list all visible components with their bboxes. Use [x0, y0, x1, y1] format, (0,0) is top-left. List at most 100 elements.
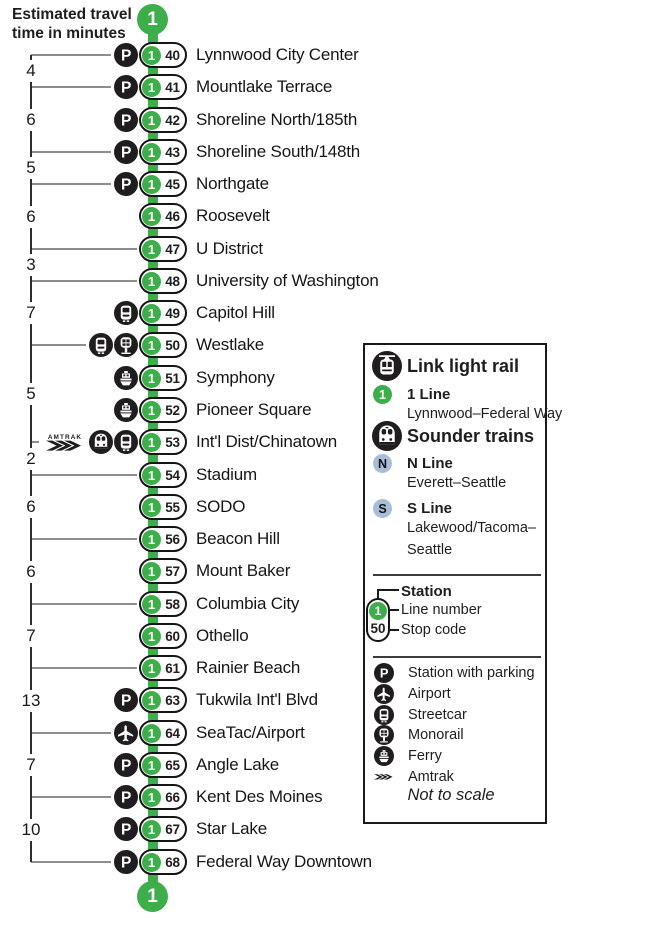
- line-number-badge: 1: [142, 271, 161, 291]
- parking-icon: P: [114, 172, 138, 196]
- travel-time-bracket-line: [30, 179, 32, 184]
- station-mode-icons: [0, 332, 138, 358]
- station-mode-icons: P: [0, 42, 138, 68]
- ferry-icon: [114, 366, 138, 390]
- amtrak-icon: AMTRAK: [42, 432, 88, 453]
- legend-service-label: Ferry: [408, 748, 442, 764]
- line-number-badge: 1: [142, 110, 161, 130]
- travel-time-bracket-line: [30, 55, 32, 60]
- travel-time-bracket-line: [30, 152, 32, 157]
- station-name: U District: [196, 239, 263, 258]
- stop-code: 51: [165, 370, 180, 386]
- legend-service-row: Airport: [373, 684, 451, 704]
- stop-code: 64: [165, 725, 180, 741]
- stop-code: 65: [165, 757, 180, 773]
- travel-time-minutes: 5: [26, 383, 36, 403]
- station-name: Beacon Hill: [196, 529, 280, 548]
- stop-code: 66: [165, 789, 180, 805]
- station-name: Capitol Hill: [196, 303, 275, 322]
- legend-n-line-label: N Line: [407, 455, 453, 472]
- station-name: Shoreline South/148th: [196, 142, 361, 161]
- legend-s-line-route-line1: Lakewood/Tacoma–: [407, 520, 536, 536]
- line-terminal-badge-bottom: 1: [137, 881, 168, 912]
- parking-icon: P: [114, 817, 138, 841]
- station-mode-icons: P: [0, 171, 138, 197]
- station-mode-icons: P: [0, 784, 138, 810]
- stop-code: 58: [165, 596, 180, 612]
- stop-code: 57: [165, 563, 180, 579]
- station-tick-line: [31, 538, 137, 540]
- svg-text:P: P: [121, 822, 131, 839]
- station-mode-icons: [0, 203, 138, 229]
- callout-line-number-badge: 1: [369, 602, 387, 620]
- stop-code: 47: [165, 241, 180, 257]
- amtrak-icon: [373, 772, 395, 782]
- monorail-icon: [114, 333, 138, 357]
- line-number-badge: 1: [142, 755, 161, 775]
- stop-code: 41: [165, 79, 180, 95]
- station-mode-icons: [0, 526, 138, 552]
- station-name: Shoreline North/185th: [196, 110, 358, 129]
- line-number-badge: 1: [142, 142, 161, 162]
- svg-text:P: P: [121, 80, 131, 97]
- station-mode-icons: [0, 236, 138, 262]
- line-number-badge: 1: [142, 723, 161, 743]
- station-callout-connector-vert: [377, 589, 379, 599]
- travel-time-bracket-line: [30, 668, 32, 690]
- travel-time-bracket-line: [30, 130, 32, 152]
- station-name: Star Lake: [196, 819, 267, 838]
- parking-icon: P: [373, 663, 395, 683]
- line-number-badge: 1: [142, 658, 161, 678]
- parking-icon: P: [114, 850, 138, 874]
- stop-code: 56: [165, 531, 180, 547]
- stop-code: 50: [165, 337, 180, 353]
- not-to-scale-note: Not to scale: [407, 786, 495, 804]
- legend-divider-2: [373, 656, 541, 658]
- station-mode-icons: P: [0, 139, 138, 165]
- travel-time-bracket-line: [30, 184, 32, 206]
- line-number-badge: 1: [142, 497, 161, 517]
- travel-time-bracket-line: [30, 733, 32, 754]
- streetcar-icon: [89, 333, 113, 357]
- station-name: Roosevelt: [196, 206, 270, 225]
- stop-code: 45: [165, 176, 180, 192]
- station-tick-line: [31, 603, 137, 605]
- line-1-badge: 1: [373, 385, 392, 404]
- line-number-badge: 1: [142, 206, 161, 226]
- s-line-badge: S: [373, 499, 392, 518]
- station-name: Kent Des Moines: [196, 787, 323, 806]
- svg-text:P: P: [121, 48, 131, 65]
- legend-divider-1: [373, 574, 541, 576]
- station-mode-icons: P: [0, 687, 138, 713]
- travel-time-minutes: 6: [26, 206, 36, 226]
- station-mode-icons: P: [0, 849, 138, 875]
- travel-time-bracket-line: [30, 281, 32, 302]
- legend-service-row: Amtrak: [373, 767, 454, 787]
- line-number-badge: 1: [142, 335, 161, 355]
- svg-text:P: P: [121, 113, 131, 130]
- travel-time-bracket-line: [30, 442, 32, 448]
- station-name: Othello: [196, 626, 249, 645]
- travel-time-bracket-line: [30, 82, 32, 87]
- parking-icon: P: [114, 688, 138, 712]
- travel-time-bracket-line: [30, 475, 32, 496]
- svg-text:P: P: [121, 855, 131, 872]
- svg-text:P: P: [121, 145, 131, 162]
- travel-time-bracket-line: [30, 797, 32, 819]
- legend-service-label: Streetcar: [408, 707, 467, 723]
- streetcar-icon: [114, 430, 138, 454]
- legend-service-label: Monorail: [408, 727, 464, 743]
- station-name: SODO: [196, 497, 246, 516]
- station-mode-icons: [0, 462, 138, 488]
